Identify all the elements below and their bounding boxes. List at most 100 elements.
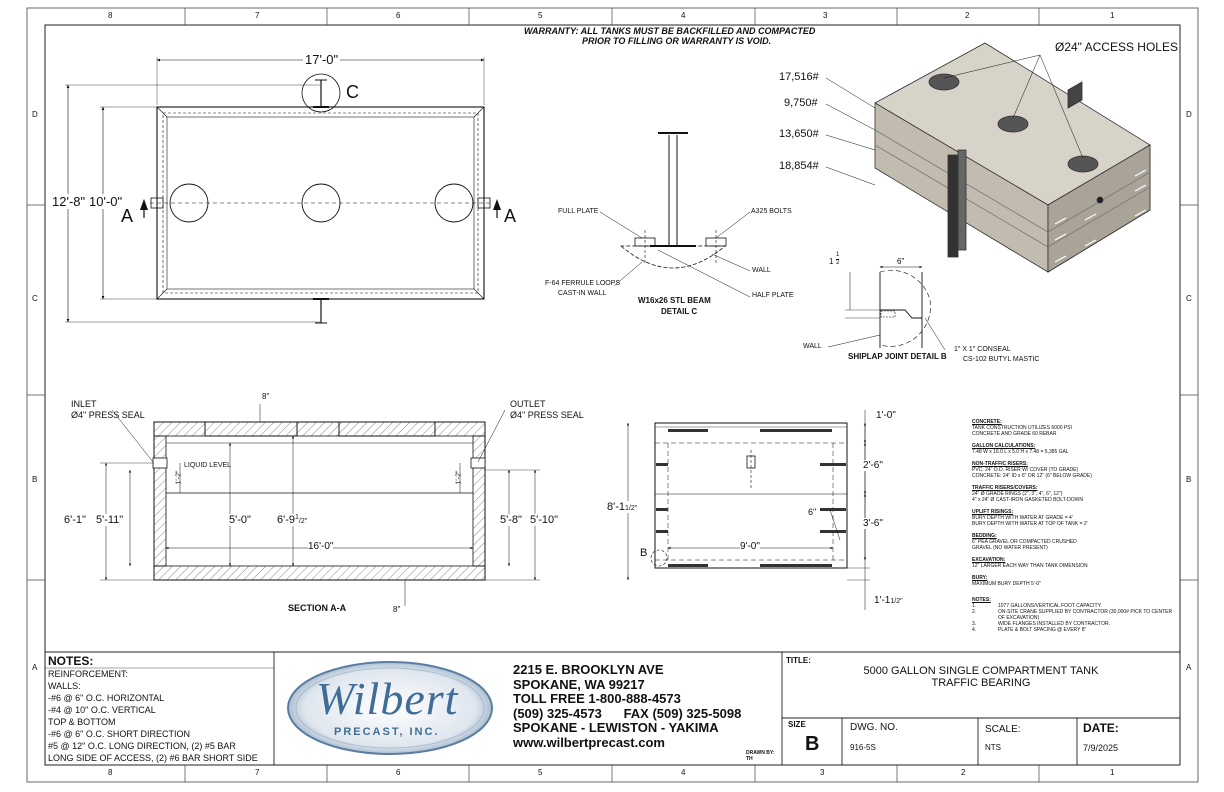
- detail-c-half-plate: HALF PLATE: [752, 292, 794, 299]
- spec-gallon-heading: GALLON CALCULATIONS:: [972, 443, 1036, 449]
- reinforcement-line-8: LONG SIDE OF ACCESS, (2) #6 BAR SHORT SI…: [48, 753, 258, 763]
- size-value: B: [805, 733, 820, 755]
- warranty-line-2: PRIOR TO FILLING OR WARRANTY IS VOID.: [582, 36, 772, 46]
- liquid-level-label: LIQUID LEVEL: [184, 462, 232, 469]
- spec-excavation-heading: EXCAVATION:: [972, 557, 1006, 563]
- section-dim-small-left: 1'-2": [175, 470, 183, 485]
- zone-col-7-top: 7: [255, 11, 260, 20]
- spec-concrete-1: TANK CONSTRUCTION UTILIZES 6000 PSI: [972, 425, 1072, 431]
- note-num-3: 3.: [972, 621, 977, 627]
- spec-gallon-1: 7.48 W x 16.0 L x 5.0 H x 7.48 = 5,385 G…: [972, 449, 1069, 455]
- zone-row-d-right: D: [1186, 110, 1192, 119]
- isometric-tank: [825, 42, 1151, 273]
- address-line-5: SPOKANE - LEWISTON - YAKIMA: [513, 720, 719, 735]
- spec-uplift-1: BURY DEPTH WITH WATER AT GRADE = 4': [972, 515, 1073, 521]
- drawn-by-label: DRAWN BY:: [746, 750, 775, 756]
- detail-b-wall: WALL: [803, 343, 822, 350]
- section-dim-right-outer: 5'-10": [530, 514, 559, 526]
- address-line-1: 2215 E. BROOKLYN AVE: [513, 662, 664, 677]
- plan-width-outer-dim: 12'-8": [52, 194, 86, 209]
- section-dim-left-outer: 6'-1": [64, 514, 86, 526]
- numbered-note-4: 4.PLATE & BOLT SPACING @ EVERY 8": [972, 627, 1177, 633]
- spec-uplift-2: BURY DEPTH WITH WATER AT TOP OF TANK = 2…: [972, 521, 1088, 527]
- zone-row-b-right: B: [1186, 475, 1192, 484]
- numbered-notes-heading: NOTES:: [972, 597, 991, 603]
- zone-col-2-top: 2: [965, 11, 970, 20]
- detail-c-ferrule: F-64 FERRULE LOOPS: [545, 280, 621, 287]
- scale-value: NTS: [985, 743, 1001, 752]
- numbered-notes: NOTES: 1.1077 GALLONS/VERTICAL FOOT CAPA…: [972, 597, 1177, 633]
- spec-bedding-heading: BEDDING:: [972, 533, 997, 539]
- side-dim-bottom: 1'-11/2": [874, 595, 903, 606]
- detail-c-wall: WALL: [752, 267, 771, 274]
- zone-row-b-left: B: [32, 475, 38, 484]
- address-line-4: (509) 325-4573 FAX (509) 325-5098: [513, 705, 742, 721]
- date-value: 7/9/2025: [1083, 743, 1119, 753]
- outlet-seal-label: Ø4" PRESS SEAL: [510, 410, 584, 420]
- zone-col-4-bottom: 4: [681, 768, 686, 777]
- zone-col-8-bottom: 8: [108, 768, 113, 777]
- detail-b-frac-num: 1: [836, 252, 840, 258]
- detail-c-subtitle: DETAIL C: [661, 307, 698, 316]
- detail-c-cast-in: CAST-IN WALL: [558, 290, 607, 297]
- spec-uplift-heading: UPLIFT RISINGS:: [972, 509, 1014, 515]
- weight-label-4: 18,854#: [779, 160, 819, 172]
- access-hole-2: [301, 183, 341, 223]
- section-dim-mid: 5'-0": [229, 514, 251, 526]
- inlet-seal-label: Ø4" PRESS SEAL: [71, 410, 145, 420]
- note-text-2: ON-SITE CRANE SUPPLIED BY CONTRACTOR (30…: [998, 609, 1173, 621]
- access-hole-3: [434, 183, 474, 223]
- reinforcement-line-7: #5 @ 12" O.C. LONG DIRECTION, (2) #5 BAR: [48, 741, 236, 751]
- numbered-note-3: 3.WIDE FLANGES INSTALLED BY CONTRACTOR.: [972, 621, 1177, 627]
- note-text-1: 1077 GALLONS/VERTICAL FOOT CAPACITY.: [998, 603, 1102, 609]
- access-holes-label: Ø24" ACCESS HOLES: [1055, 40, 1178, 54]
- zone-col-7-bottom: 7: [255, 768, 260, 777]
- numbered-note-2: 2. ON-SITE CRANE SUPPLIED BY CONTRACTOR (…: [972, 609, 1177, 621]
- plan-length-dim: 17'-0": [303, 52, 341, 67]
- numbered-note-1: 1.1077 GALLONS/VERTICAL FOOT CAPACITY.: [972, 603, 1177, 609]
- access-hole-1: [169, 183, 209, 223]
- section-dim-mid2-text: 6'-9: [277, 514, 295, 526]
- section-mark-left: A: [121, 206, 134, 226]
- section-dim-small-right: 1'-2": [455, 470, 463, 485]
- detail-b-height-whole: 1: [829, 257, 834, 266]
- reinforcement-line-3: -#6 @ 6" O.C. HORIZONTAL: [48, 693, 165, 703]
- company-address: 2215 E. BROOKLYN AVE SPOKANE, WA 99217 T…: [513, 662, 778, 750]
- outlet-label: OUTLET: [510, 399, 546, 409]
- side-dim-9: 9'-0": [740, 541, 760, 552]
- zone-col-6-top: 6: [396, 11, 401, 20]
- zone-row-a-right: A: [1186, 663, 1192, 672]
- detail-b-frac-den: 2: [836, 259, 840, 266]
- warranty-line-1: WARRANTY: ALL TANKS MUST BE BACKFILLED A…: [524, 26, 816, 36]
- detail-b-conseal: 1" X 1" CONSEAL: [954, 346, 1011, 353]
- spec-traffic-2: 4" x 24" Ø CAST-IRON GASKETED BOLT-DOWN: [972, 497, 1083, 503]
- spec-nontraffic-2: CONCRETE: 24" ID x 6" OR 12" (6" BELOW G…: [972, 473, 1092, 479]
- detail-b-width: 6": [897, 257, 905, 266]
- title-block-grid: [45, 651, 1180, 765]
- detail-b-ref-label: B: [640, 547, 648, 559]
- reinforcement-line-2: WALLS:: [48, 681, 81, 691]
- spec-concrete-2: CONCRETE AND GRADE 60 REBAR: [972, 431, 1057, 437]
- address-line-3: TOLL FREE 1-800-888-4573: [513, 691, 681, 706]
- zone-col-5-bottom: 5: [538, 768, 543, 777]
- side-dim-36: 3'-6": [863, 518, 883, 529]
- spec-nontraffic-heading: NON-TRAFFIC RISERS:: [972, 461, 1028, 467]
- note-num-2: 2.: [972, 609, 977, 615]
- size-label: SIZE: [788, 720, 806, 729]
- spec-bury-heading: BURY:: [972, 575, 988, 581]
- dwg-no-value: 916-5S: [850, 743, 876, 752]
- reinforcement-line-1: REINFORCEMENT:: [48, 669, 129, 679]
- detail-b-title: SHIPLAP JOINT DETAIL B: [848, 352, 947, 361]
- company-logo: Wilbert PRECAST, INC.: [284, 658, 496, 762]
- weight-label-2: 9,750#: [784, 97, 818, 109]
- section-dim-right-inner: 5'-8": [500, 514, 522, 526]
- weight-label-3: 13,650#: [779, 128, 819, 140]
- zone-row-c-right: C: [1186, 294, 1192, 303]
- spec-excavation-1: 12" LARGER EACH WAY THAN TANK DIMENSION: [972, 563, 1088, 569]
- detail-b-mastic: CS-102 BUTYL MASTIC: [963, 356, 1040, 363]
- side-dim-total: 8'-11/2": [607, 501, 638, 513]
- date-label: DATE:: [1083, 721, 1119, 735]
- detail-c: [599, 132, 751, 298]
- zone-col-3-bottom: 3: [820, 768, 825, 777]
- note-num-4: 4.: [972, 627, 977, 633]
